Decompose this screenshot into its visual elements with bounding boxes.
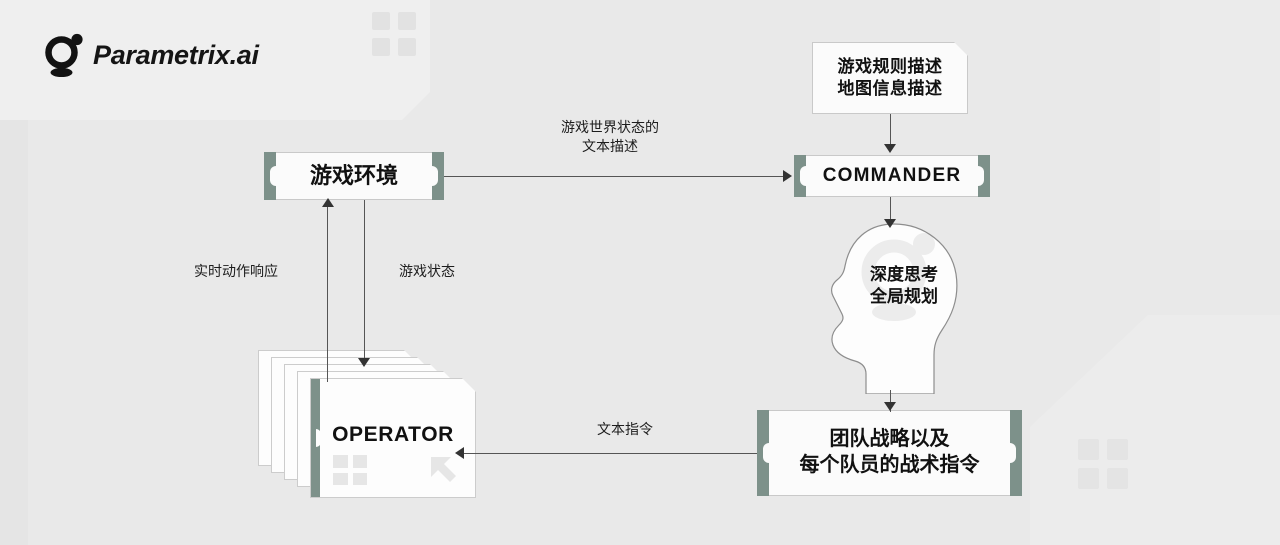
arrow-up-left-icon: [429, 455, 463, 489]
node-cap-right: [432, 152, 444, 200]
edge-rules-to-commander-arrow: [884, 144, 896, 153]
node-cap-right: [1010, 410, 1022, 496]
node-commander-label: COMMANDER: [822, 164, 962, 186]
node-deep-thinking-head: 深度思考 全局规划: [820, 222, 970, 394]
edge-thinking-to-team-line: [890, 390, 891, 412]
parametrix-circle-dot-mark-icon: [44, 33, 84, 78]
node-rules-description: 游戏规则描述 地图信息描述: [812, 42, 968, 114]
edge-label-env-to-commander: 游戏世界状态的 文本描述: [561, 119, 659, 154]
operator-card-front: OPERATOR: [310, 378, 476, 498]
node-cap-left: [264, 152, 276, 200]
node-game-environment-label: 游戏环境: [309, 162, 398, 188]
dot-grid-icon-bottom-right: [1078, 439, 1128, 489]
edge-operator-to-env-arrow: [322, 198, 334, 207]
brand-logo: Parametrix.ai: [44, 33, 259, 78]
edge-team-to-operator-line: [462, 453, 757, 454]
node-team-strategy-label: 团队战略以及 每个队员的战术指令: [799, 428, 980, 476]
edge-team-to-operator-arrow: [455, 447, 464, 459]
node-commander: COMMANDER: [794, 155, 990, 197]
node-cap-right: [978, 155, 990, 197]
edge-label-env-to-operator: 游戏状态: [399, 263, 455, 279]
node-cap-left: [794, 155, 806, 197]
background-panel-left-strip: [0, 120, 28, 545]
edge-rules-to-commander-line: [890, 114, 891, 144]
node-game-environment: 游戏环境: [264, 152, 444, 200]
edge-env-to-operator-line: [364, 200, 365, 362]
background-panel-bottom-right: [1030, 315, 1280, 545]
node-cap-left: [757, 410, 769, 496]
node-rules-label: 游戏规则描述 地图信息描述: [837, 57, 943, 98]
edge-thinking-to-team-arrow: [884, 402, 896, 411]
dot-grid-icon: [333, 455, 367, 485]
dot-grid-icon-top: [372, 12, 416, 56]
node-operator-stack: OPERATOR: [258, 350, 476, 498]
node-team-strategy: 团队战略以及 每个队员的战术指令: [757, 410, 1022, 496]
operator-accent-bar: [311, 379, 320, 497]
edge-label-team-to-operator: 文本指令: [597, 421, 653, 437]
edge-env-to-commander-arrow: [783, 170, 792, 182]
background-panel-right: [1160, 0, 1280, 230]
edge-env-to-operator-arrow: [358, 358, 370, 367]
edge-env-to-commander-line: [444, 176, 789, 177]
edge-commander-to-thinking-arrow: [884, 219, 896, 228]
node-operator-label: OPERATOR: [332, 423, 454, 446]
edge-label-operator-to-env: 实时动作响应: [194, 263, 278, 279]
node-deep-thinking-label: 深度思考 全局规划: [870, 265, 938, 307]
brand-wordmark: Parametrix.ai: [93, 39, 259, 70]
edge-commander-to-thinking-line: [890, 197, 891, 225]
edge-operator-to-env-line: [327, 206, 328, 382]
